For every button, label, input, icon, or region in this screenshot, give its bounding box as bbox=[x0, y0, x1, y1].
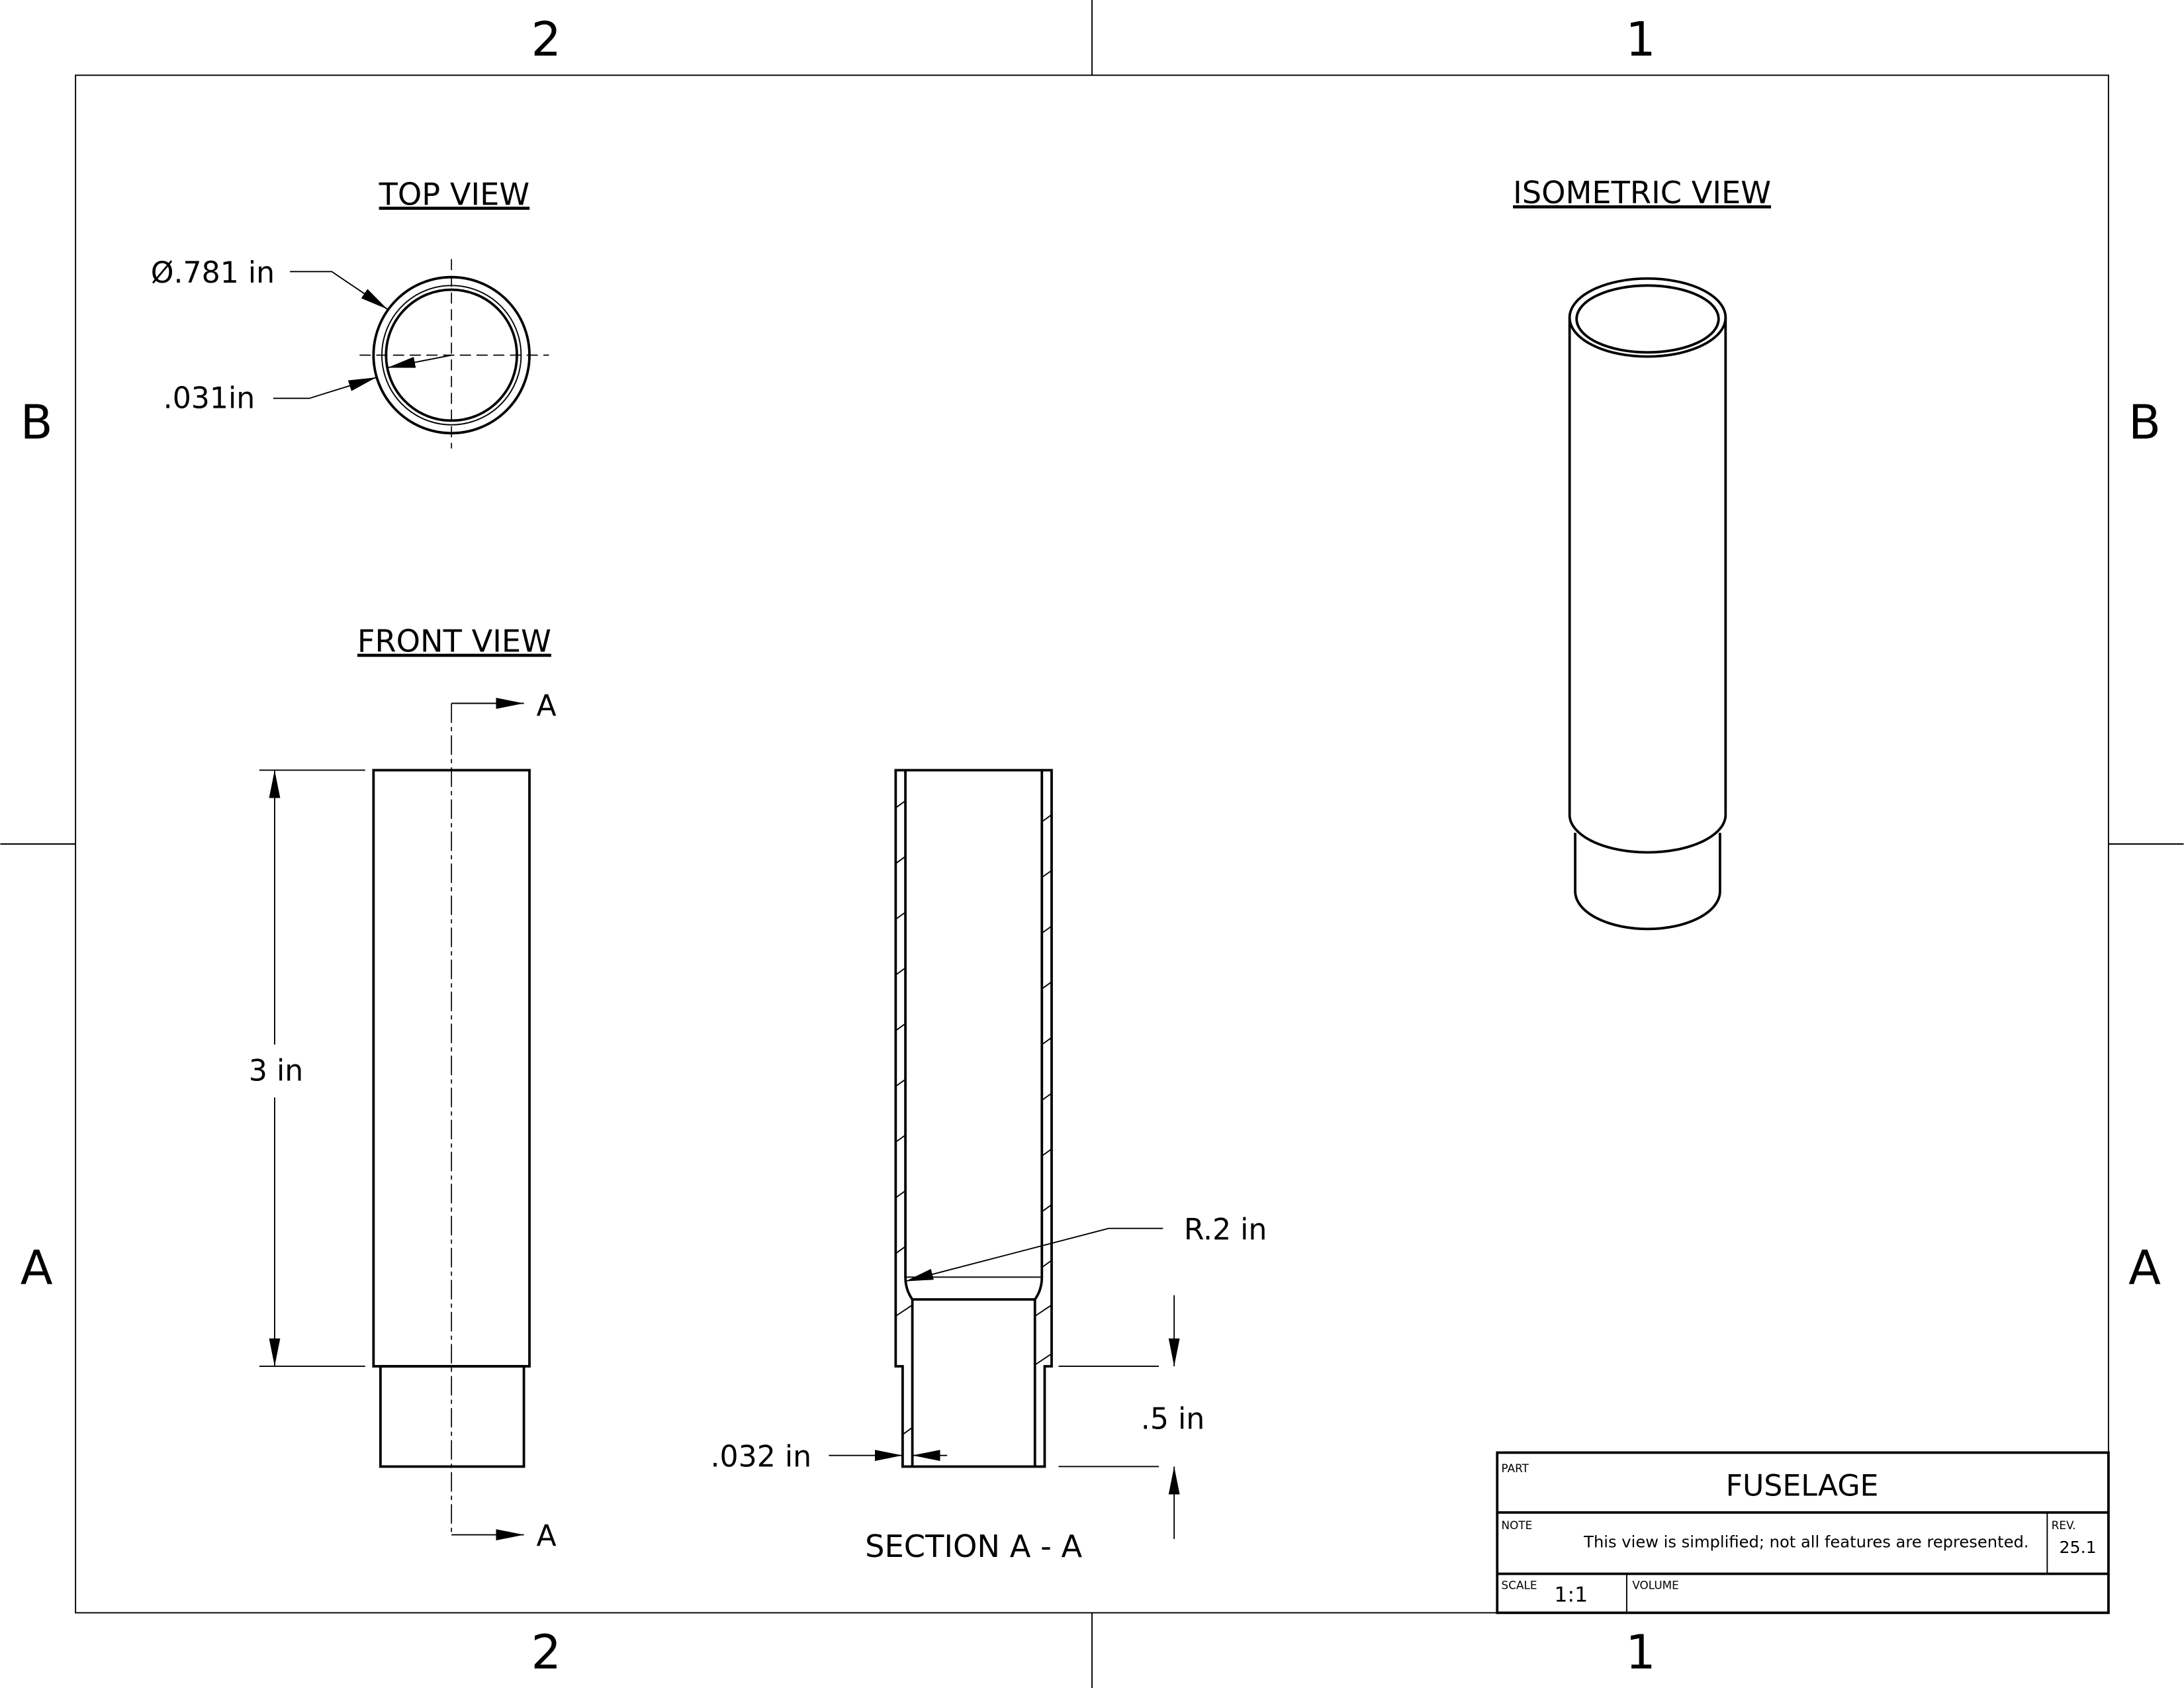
top-view-title: TOP VIEW bbox=[379, 176, 530, 212]
rev-label: REV. bbox=[2052, 1519, 2076, 1532]
zone-bottom-1: 1 bbox=[1625, 1625, 1656, 1680]
section-wall-dimension: .032 in bbox=[711, 1440, 812, 1474]
radius-dimension: R.2 in bbox=[1184, 1213, 1267, 1247]
part-name: FUSELAGE bbox=[1726, 1470, 1879, 1503]
zone-top-1: 1 bbox=[1625, 12, 1656, 67]
wall-thickness-dimension: .031in bbox=[163, 381, 255, 415]
zone-right-b: B bbox=[2128, 395, 2161, 450]
section-view-title: SECTION A - A bbox=[865, 1528, 1082, 1564]
length-dimension: 3 in bbox=[249, 1055, 303, 1088]
isometric-view-title: ISOMETRIC VIEW bbox=[1513, 175, 1771, 211]
zone-left-b: B bbox=[21, 395, 53, 450]
title-block: PART FUSELAGE NOTE This view is simplifi… bbox=[1496, 1451, 2110, 1615]
part-label: PART bbox=[1502, 1462, 1529, 1475]
scale-value: 1:1 bbox=[1554, 1583, 1588, 1607]
volume-label: VOLUME bbox=[1632, 1579, 1678, 1592]
section-mark-bottom: A bbox=[537, 1519, 557, 1553]
zone-labels: 2 1 2 1 B A B A bbox=[21, 12, 2161, 1679]
front-view-title: FRONT VIEW bbox=[357, 624, 551, 659]
zone-top-2: 2 bbox=[531, 12, 561, 67]
section-mark-top: A bbox=[537, 689, 557, 723]
top-view: TOP VIEW Ø.781 in .031in bbox=[151, 176, 549, 449]
section-view: R.2 in .5 in .032 in SECTION A - A bbox=[711, 769, 1267, 1564]
rev-value: 25.1 bbox=[2060, 1538, 2097, 1557]
zone-bottom-2: 2 bbox=[531, 1625, 561, 1680]
front-view: FRONT VIEW A A 3 in bbox=[249, 624, 557, 1554]
isometric-view: ISOMETRIC VIEW bbox=[1513, 175, 1771, 931]
zone-left-a: A bbox=[21, 1241, 53, 1295]
note-text: This view is simplified; not all feature… bbox=[1583, 1533, 2028, 1552]
step-length-dimension: .5 in bbox=[1141, 1403, 1205, 1436]
note-label: NOTE bbox=[1502, 1519, 1533, 1532]
diameter-dimension: Ø.781 in bbox=[151, 256, 275, 290]
zone-right-a: A bbox=[2128, 1241, 2161, 1295]
scale-label: SCALE bbox=[1502, 1579, 1537, 1592]
